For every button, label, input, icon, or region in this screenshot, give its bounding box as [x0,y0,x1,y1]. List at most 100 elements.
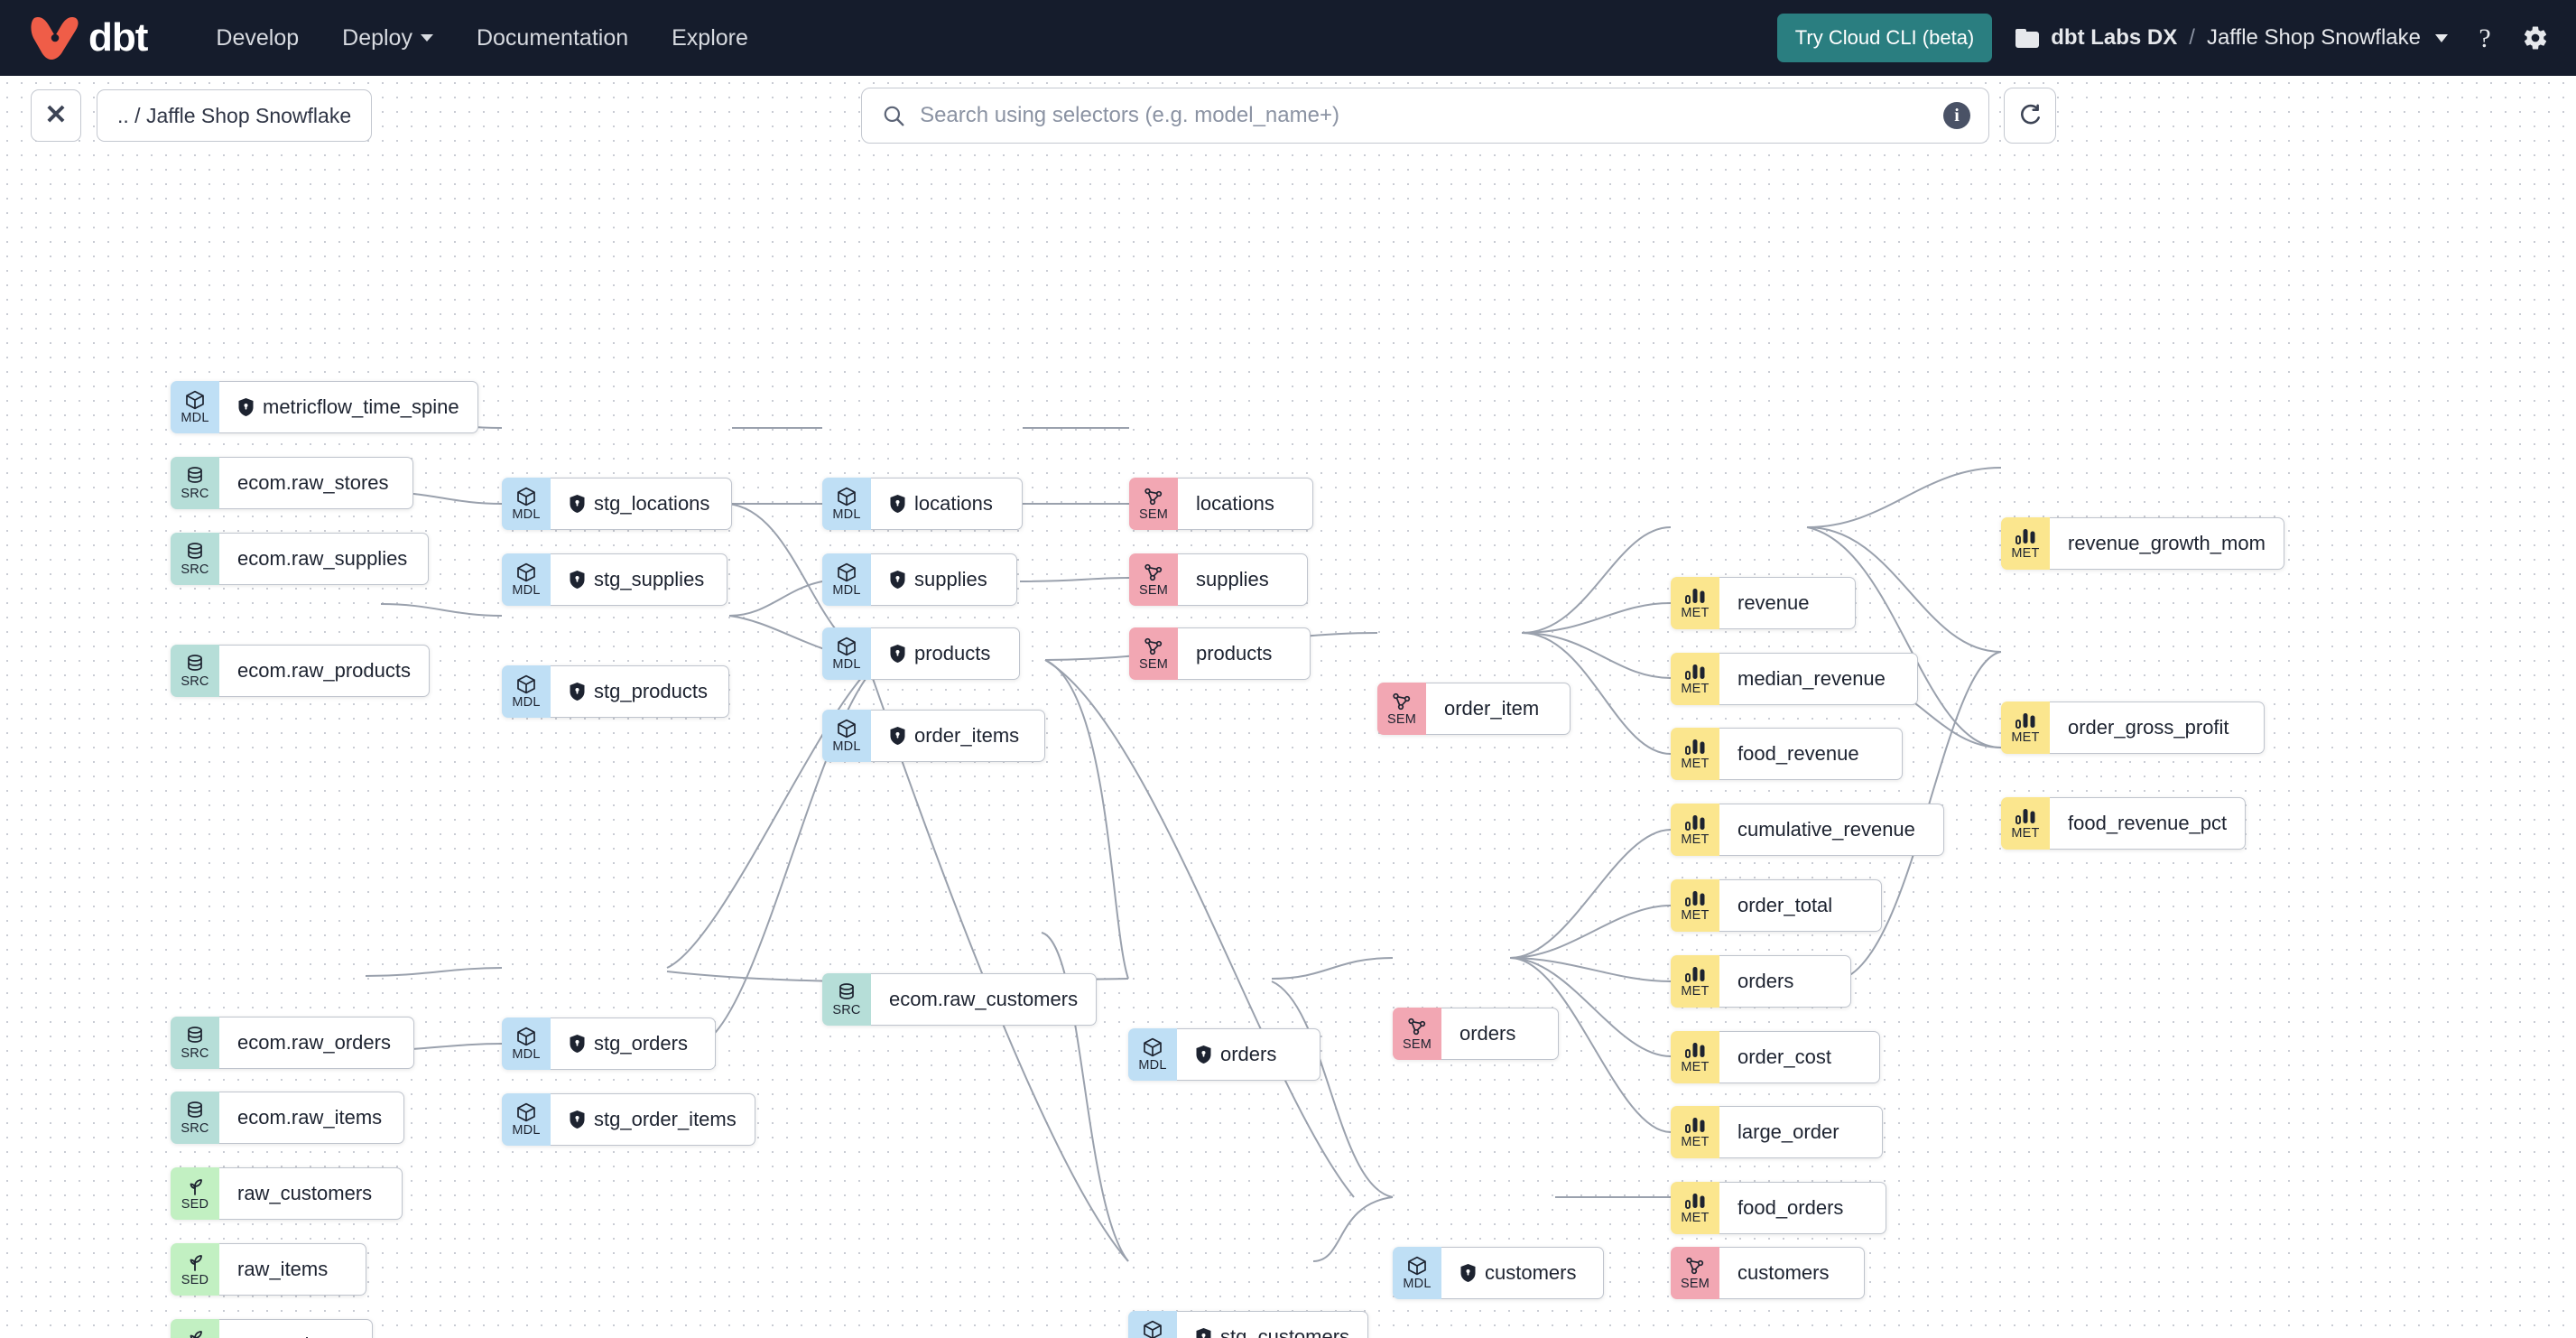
graph-nodes-icon [1393,693,1411,711]
node-body: stg_customers [1177,1311,1369,1338]
breadcrumb-account: dbt Labs DX [2051,25,2178,50]
node-type-badge-met: MET [1671,1182,1719,1234]
node-type-code: MDL [512,695,541,711]
node-type-badge-mdl: MDL [822,710,871,762]
node-type-code: SRC [181,674,209,690]
graph-node-met_revenue_growth_mom[interactable]: MET revenue_growth_mom [2001,517,2284,570]
node-type-badge-met: MET [1671,653,1719,705]
node-type-badge-src: SRC [822,973,871,1026]
node-type-badge-met: MET [2001,517,2050,570]
node-type-code: MET [2011,730,2040,746]
graph-node-orders_mdl[interactable]: MDL orders [1128,1028,1320,1081]
info-icon[interactable]: i [1943,102,1971,129]
search-container[interactable]: i [861,88,1990,144]
graph-node-met_order_gross_profit[interactable]: MET order_gross_profit [2001,702,2265,754]
try-cloud-cli-button[interactable]: Try Cloud CLI (beta) [1776,14,1993,62]
node-type-code: MET [1681,1211,1710,1226]
refresh-graph-button[interactable] [2004,88,2057,144]
graph-node-stg_products[interactable]: MDL stg_products [502,665,729,718]
sprout-icon [190,1179,202,1196]
bar-chart-icon [1685,1118,1705,1134]
dbt-logo[interactable]: dbt [31,15,148,60]
nav-link-explore[interactable]: Explore [650,16,770,60]
node-type-badge-mdl: MDL [1128,1028,1177,1081]
node-body: revenue_growth_mom [2050,517,2284,570]
bar-chart-icon [1685,891,1705,907]
cube-icon [186,391,204,410]
search-input[interactable] [920,103,1930,128]
node-type-code: SEM [1402,1037,1432,1053]
node-body: cumulative_revenue [1719,804,1944,856]
account-project-breadcrumb[interactable]: dbt Labs DX / Jaffle Shop Snowflake [2015,25,2448,51]
node-label: order_item [1444,697,1540,720]
node-type-badge-mdl: MDL [502,665,551,718]
graph-breadcrumb-pill[interactable]: .. / Jaffle Shop Snowflake [97,89,373,142]
graph-node-customers_mdl[interactable]: MDL customers [1393,1247,1604,1299]
nav-link-documentation-label: Documentation [476,24,629,51]
node-type-badge-sem: SEM [1393,1008,1441,1060]
node-label: customers [1485,1261,1577,1284]
graph-node-ecom_raw_products[interactable]: SRC ecom.raw_products [171,645,430,697]
node-label: orders [1220,1043,1277,1065]
node-label: order_gross_profit [2068,716,2229,739]
node-type-code: MET [2011,546,2040,562]
node-type-badge-sed: SED [171,1167,219,1220]
node-body: ecom.raw_products [219,645,430,697]
nav-link-develop-label: Develop [216,24,300,51]
node-body: ecom.raw_stores [219,457,413,509]
nav-link-deploy[interactable]: Deploy [320,16,455,60]
settings-button[interactable] [2522,24,2549,51]
node-body: raw_items [219,1243,366,1296]
primary-nav-links: Develop Deploy Documentation Explore [194,16,769,60]
nav-link-documentation[interactable]: Documentation [455,16,650,60]
node-body: stg_products [551,665,729,718]
bar-chart-icon [1685,967,1705,983]
help-button[interactable]: ? [2471,23,2498,52]
node-label: raw_orders [237,1335,337,1338]
bar-chart-icon [1685,1194,1705,1210]
chevron-down-icon[interactable] [2435,33,2448,42]
svg-text:?: ? [2479,23,2490,52]
node-body: revenue [1719,577,1856,629]
breadcrumb-separator: / [2189,25,2195,50]
close-graph-button[interactable]: ✕ [31,89,81,142]
node-type-badge-mdl: MDL [1393,1247,1441,1299]
nav-link-develop[interactable]: Develop [194,16,320,60]
node-type-badge-sem: SEM [1129,478,1178,530]
